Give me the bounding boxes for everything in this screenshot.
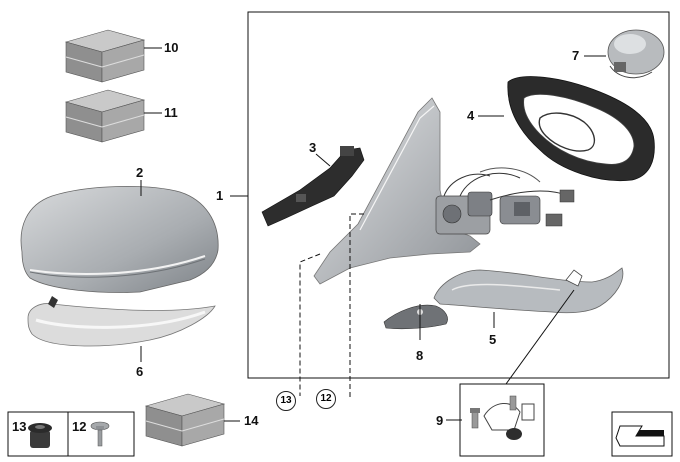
callout-6: 6: [136, 364, 144, 379]
circled-ref-12: 12: [316, 389, 336, 409]
callout-3: 3: [309, 140, 317, 155]
part-8-gasket[interactable]: [383, 304, 448, 330]
part-5-lower-trim[interactable]: [433, 267, 624, 314]
assembly-frame: [247, 11, 670, 379]
callout-7: 7: [572, 48, 580, 63]
part-11-box[interactable]: [64, 89, 146, 143]
part-7-mirror-actuator[interactable]: [607, 29, 665, 79]
callout-5: 5: [489, 332, 497, 347]
callout-11: 11: [164, 105, 178, 120]
callout-4: 4: [467, 108, 475, 123]
circled-ref-13: 13: [276, 391, 296, 411]
part-6-turn-signal[interactable]: [27, 296, 216, 347]
part-9-clip-set[interactable]: [470, 395, 535, 440]
callout-2: 2: [136, 165, 144, 180]
part-10-box[interactable]: [64, 29, 146, 83]
callout-9: 9: [436, 413, 444, 428]
part-3-bracket[interactable]: [261, 146, 365, 227]
arrow-nav-icon[interactable]: [611, 411, 673, 457]
mirror-motor-wiring[interactable]: [435, 167, 575, 235]
callout-13: 13: [12, 419, 27, 434]
part-12-screw[interactable]: [90, 421, 110, 447]
part-2-mirror-cap[interactable]: [20, 186, 219, 293]
callout-12: 12: [72, 419, 87, 434]
part-1-mirror-base[interactable]: [313, 97, 481, 285]
callout-10: 10: [164, 40, 179, 55]
part-4-mirror-frame[interactable]: [507, 76, 655, 182]
part-14-box[interactable]: [144, 393, 226, 447]
callout-1: 1: [216, 188, 224, 203]
callout-14: 14: [244, 413, 259, 428]
part-13-rubber-grommet[interactable]: [28, 423, 52, 448]
parts-12-13-box: [7, 411, 135, 457]
callout-8: 8: [416, 348, 424, 363]
reference-dashed-lines: [299, 213, 364, 400]
